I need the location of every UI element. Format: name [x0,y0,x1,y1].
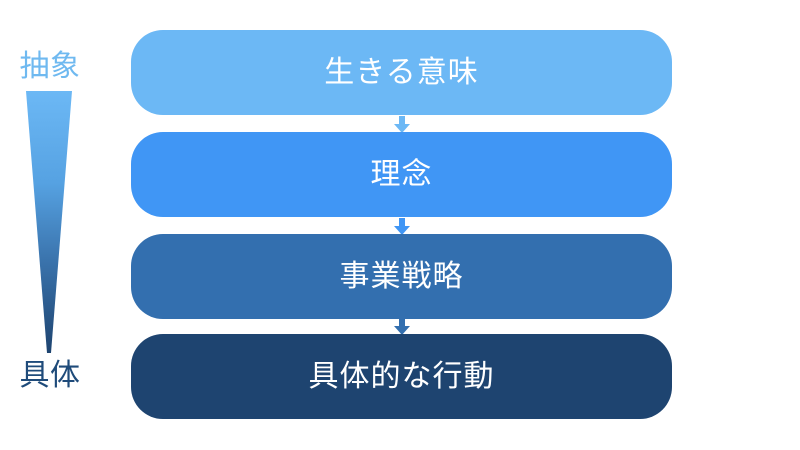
arrow-down-icon-1 [393,116,411,133]
stage-stack: 生きる意味 理念 事業戦略 具体的な行動 [131,30,672,419]
stage-box-1[interactable]: 生きる意味 [131,30,672,115]
arrow-down-icon-3 [393,318,411,335]
stage-label-3: 事業戦略 [339,259,464,293]
abstraction-gradient-triangle-icon [21,91,77,353]
stage-box-4[interactable]: 具体的な行動 [131,334,672,419]
axis-label-concrete: 具体 [19,359,81,392]
stage-box-2[interactable]: 理念 [131,132,672,217]
arrow-down-icon-2 [393,218,411,235]
stage-box-3[interactable]: 事業戦略 [131,234,672,319]
axis-label-abstract: 抽象 [19,50,81,83]
stage-label-1: 生きる意味 [324,55,479,89]
stage-label-2: 理念 [370,157,433,191]
stage-label-4: 具体的な行動 [308,359,495,393]
